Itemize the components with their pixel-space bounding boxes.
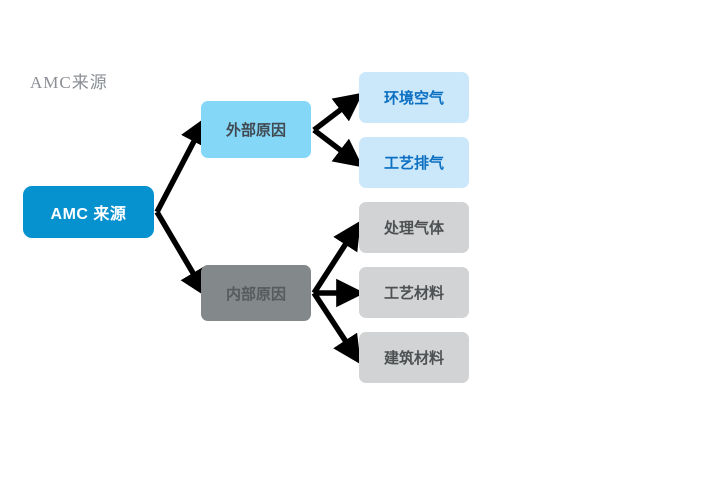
node-process-gas[interactable]: 处理气体 — [359, 202, 469, 253]
connector-external-to-ambient-air — [312, 92, 363, 133]
node-internal-cause[interactable]: 内部原因 — [201, 265, 311, 321]
node-amc-source-root[interactable]: AMC 来源 — [23, 186, 154, 238]
node-external-cause[interactable]: 外部原因 — [201, 101, 311, 158]
node-building-material[interactable]: 建筑材料 — [359, 332, 469, 383]
connector-external-to-process-exhaust — [312, 127, 363, 168]
page-title: AMC来源 — [30, 73, 108, 92]
connector-internal-to-process-gas — [311, 220, 361, 295]
node-process-material[interactable]: 工艺材料 — [359, 267, 469, 318]
node-ambient-air[interactable]: 环境空气 — [359, 72, 469, 123]
connector-internal-to-building-material — [311, 291, 361, 365]
connector-root-to-external — [154, 116, 208, 214]
connector-root-to-internal — [154, 210, 208, 298]
node-process-exhaust[interactable]: 工艺排气 — [359, 137, 469, 188]
